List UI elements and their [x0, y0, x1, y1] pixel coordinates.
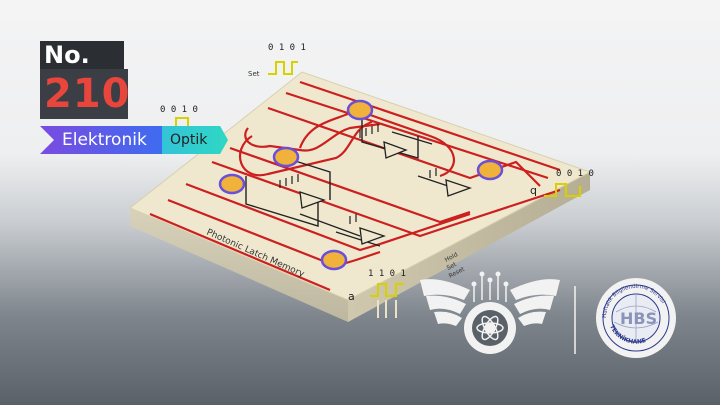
ring-resonators: [218, 99, 504, 271]
right-signal: 0 0 1 0: [544, 169, 594, 197]
latch-memory-board: [129, 71, 592, 322]
set-signal: 0 1 0 1 Set: [248, 43, 306, 78]
bottom-signal: 1 1 0 1: [368, 269, 406, 318]
right-bits: 0 0 1 0: [556, 169, 594, 179]
ring-resonator: [320, 249, 348, 271]
episode-number: 210: [40, 69, 130, 119]
ring-resonator: [272, 146, 300, 168]
port-q2-label: a: [348, 290, 355, 303]
ring-resonator: [218, 173, 246, 195]
detector-circuit: [245, 112, 461, 247]
hbs-seal-logo: HBS Haftalık Bilgilendirme Servisi TEKNİ…: [596, 278, 676, 358]
category-tag-elektronik: Elektronik: [40, 126, 162, 154]
set-bits: 0 1 0 1: [268, 43, 306, 53]
left-bits: 0 0 1 0: [160, 105, 198, 115]
port-q-label: q: [530, 184, 537, 197]
hbs-text: HBS: [620, 309, 657, 328]
ring-resonator: [346, 99, 374, 121]
waveguide-traces: [149, 80, 561, 292]
ring-resonator: [476, 159, 504, 181]
port-set: Set: [446, 261, 459, 272]
amplifier-symbols: [299, 141, 472, 245]
category-tag-optik: Optik: [162, 126, 228, 154]
episode-prefix: No.: [40, 41, 124, 69]
left-signal: 0 0 1 0: [160, 105, 200, 129]
set-label: Set: [248, 70, 260, 78]
component-ticks: [279, 124, 437, 224]
bottom-bits: 1 1 0 1: [368, 269, 406, 279]
winged-gear-logo: [420, 271, 560, 354]
